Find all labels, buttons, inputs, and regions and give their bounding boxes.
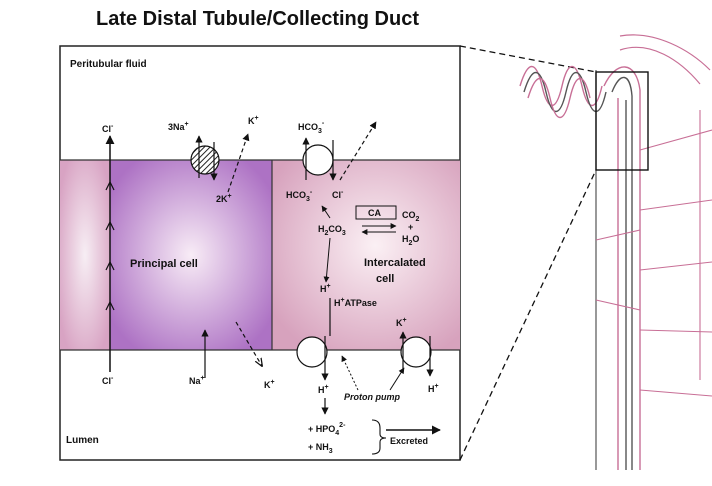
proton-pump-label: Proton pump — [344, 392, 400, 402]
k-secretion-arrow — [235, 321, 262, 366]
h2o-label: H2O — [402, 234, 419, 247]
k-apical-label: K+ — [396, 317, 407, 328]
tubule-sketch — [519, 34, 712, 470]
ca-box — [355, 205, 397, 220]
hco3-cl-exchanger — [302, 144, 334, 176]
h-k-atpase-pump — [400, 336, 432, 368]
intercalated-cell — [272, 160, 460, 350]
brace — [371, 419, 387, 455]
h2co3-label: H2CO3 — [318, 224, 346, 237]
cl-mid-label: Cl- — [332, 189, 344, 200]
hco3-top-label: HCO3- — [298, 120, 325, 135]
principal-cell-label: Principal cell — [130, 258, 198, 270]
zoom-line-bottom — [459, 169, 597, 461]
na-k-atpase-pump — [190, 145, 220, 175]
hpo4-label: + HPO42- — [308, 422, 346, 437]
plus-label: + — [408, 222, 413, 232]
ca-label: CA — [368, 208, 381, 218]
nh3-label: + NH3 — [308, 442, 333, 455]
zoom-line-top — [459, 45, 597, 73]
h-right-label: H+ — [428, 383, 439, 394]
h-atpase-label: H+ATPase — [334, 297, 377, 308]
na3-label: 3Na+ — [168, 121, 189, 132]
left-cell — [60, 160, 110, 350]
principal-cell — [110, 160, 272, 350]
cl-top-label: Cl- — [102, 123, 114, 134]
h-atpase-pump — [296, 336, 328, 368]
excreted-label: Excreted — [390, 436, 428, 446]
intercalated-label-2: cell — [376, 273, 394, 285]
co2-label: CO2 — [402, 210, 420, 223]
k-pump-label: K+ — [248, 115, 259, 126]
cl-bottom-label: Cl- — [102, 375, 114, 386]
k-lumen-label: K+ — [264, 379, 275, 390]
peritubular-label: Peritubular fluid — [70, 59, 147, 70]
intercalated-label-1: Intercalated — [364, 257, 426, 269]
hco3-mid-label: HCO3- — [286, 189, 313, 203]
page-title: Late Distal Tubule/Collecting Duct — [96, 8, 419, 30]
h-lumen-label: H+ — [318, 384, 329, 395]
na-lumen-label: Na+ — [189, 375, 205, 386]
k2-label: 2K+ — [216, 193, 232, 204]
h-in-label: H+ — [320, 283, 331, 294]
lumen-label: Lumen — [66, 435, 99, 446]
